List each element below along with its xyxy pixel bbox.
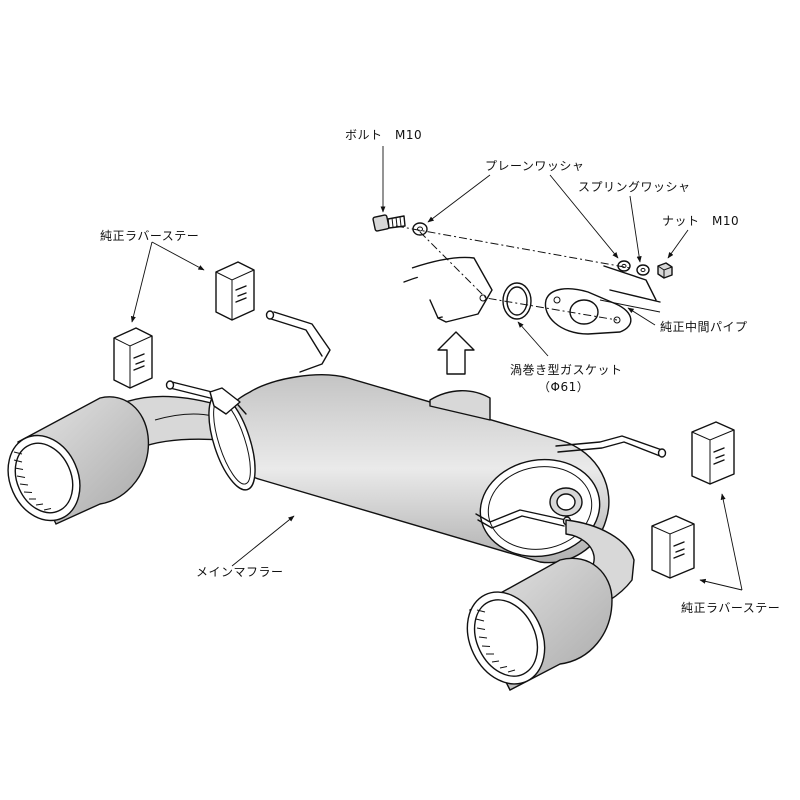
rubber-stay-right	[691, 421, 735, 485]
center-pipe-flange-assembly	[403, 256, 661, 335]
label-nut-m10: ナット M10	[662, 214, 740, 228]
left-exhaust-tip	[7, 396, 150, 525]
hanger-rods	[165, 310, 667, 529]
rubber-stay-left	[113, 327, 153, 389]
bolt-m10	[372, 214, 406, 232]
label-rubber-stay-left: 純正ラバーステー	[100, 229, 200, 243]
label-center-pipe: 純正中間パイプ	[660, 320, 748, 334]
main-muffler-body	[208, 374, 610, 564]
label-bolt-m10: ボルト M10	[345, 128, 423, 142]
rubber-stay-lower-right	[651, 515, 695, 579]
label-gasket-size: （Φ61）	[538, 380, 590, 394]
label-rubber-stay-right: 純正ラバーステー	[681, 601, 781, 615]
assembly-direction-arrow	[437, 331, 475, 375]
label-plain-washer: プレーンワッシャ	[485, 159, 585, 173]
label-spring-washer: スプリングワッシャ	[578, 180, 691, 194]
washers-and-nut	[617, 260, 673, 279]
right-exhaust-tip	[466, 557, 613, 691]
rubber-stay-top-left	[215, 261, 255, 321]
label-gasket: 渦巻き型ガスケット	[510, 363, 623, 377]
label-main-muffler: メインマフラー	[196, 565, 284, 579]
leader-lines	[130, 146, 743, 591]
